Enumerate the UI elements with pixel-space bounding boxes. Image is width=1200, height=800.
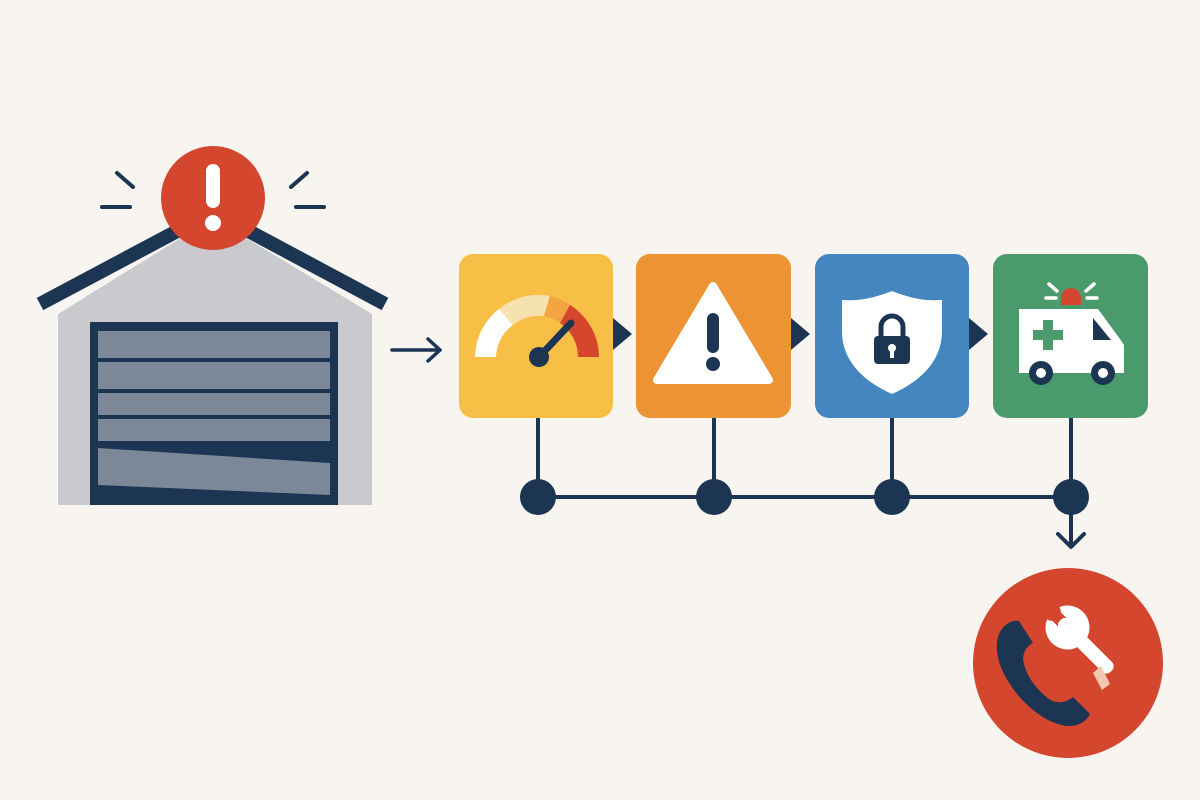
outcome-circle bbox=[973, 568, 1163, 758]
shield-lock-icon bbox=[842, 291, 942, 394]
chevron-right-icon bbox=[969, 318, 988, 350]
wrench-icon bbox=[1036, 596, 1114, 674]
chevron-right-icon bbox=[613, 318, 632, 350]
warning-triangle-icon bbox=[653, 282, 773, 384]
phone-icon bbox=[996, 620, 1090, 726]
bus-node bbox=[874, 479, 910, 515]
step-secure bbox=[815, 254, 969, 418]
step-assess bbox=[459, 254, 613, 418]
speedometer-gauge-icon bbox=[475, 294, 599, 367]
step-chevrons bbox=[613, 318, 988, 350]
garage-door bbox=[98, 331, 330, 495]
bus-node bbox=[696, 479, 732, 515]
damaged-door-panel bbox=[98, 448, 330, 495]
arrow-down-icon bbox=[1056, 532, 1086, 549]
outcome-call-repair bbox=[973, 568, 1163, 758]
chevron-right-icon bbox=[791, 318, 810, 350]
ambulance-icon bbox=[1019, 282, 1124, 385]
alert-rays bbox=[100, 171, 326, 209]
step-emergency bbox=[993, 254, 1148, 418]
bus-nodes bbox=[520, 479, 1089, 515]
connector-lines bbox=[536, 418, 1086, 549]
alert-badge bbox=[100, 146, 326, 250]
step-box bbox=[459, 254, 613, 418]
bus-node bbox=[1053, 479, 1089, 515]
arrow-right-icon bbox=[390, 337, 442, 363]
exclamation-icon bbox=[205, 164, 221, 231]
garage-icon bbox=[36, 204, 389, 505]
step-warning bbox=[636, 254, 791, 418]
bus-node bbox=[520, 479, 556, 515]
phone-wrench-icon bbox=[996, 596, 1114, 726]
